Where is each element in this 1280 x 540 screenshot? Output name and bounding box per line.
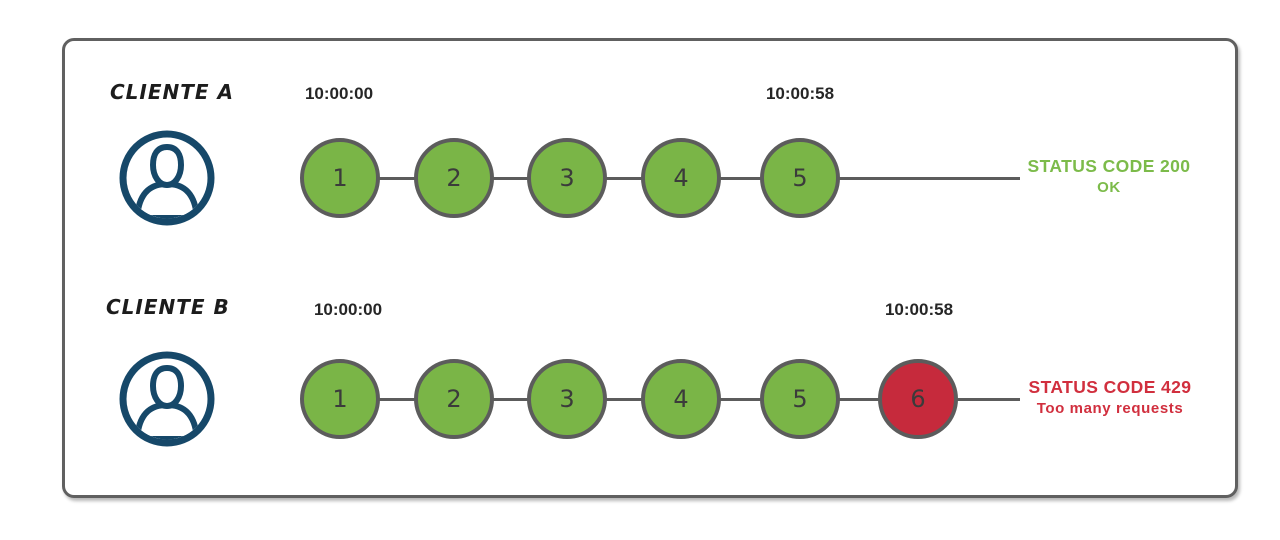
client-a-end-timestamp: 10:00:58 — [765, 84, 835, 103]
request-circle: 1 — [300, 138, 380, 218]
request-circle: 4 — [641, 359, 721, 439]
request-number: 2 — [446, 385, 462, 413]
request-circle: 4 — [641, 138, 721, 218]
status-message-line: OK — [1097, 179, 1121, 196]
request-number: 4 — [673, 385, 689, 413]
request-number: 3 — [559, 164, 575, 192]
client-a-start-timestamp: 10:00:00 — [304, 84, 374, 103]
request-circle-blocked: 6 — [878, 359, 958, 439]
user-icon — [119, 130, 215, 226]
request-circle: 3 — [527, 138, 607, 218]
request-number: 5 — [792, 385, 808, 413]
request-number: 4 — [673, 164, 689, 192]
client-a-label: CLIENTE A — [110, 80, 235, 104]
status-code-line: STATUS CODE 429 — [1028, 377, 1192, 397]
request-number: 3 — [559, 385, 575, 413]
request-number: 6 — [910, 385, 926, 413]
request-number: 2 — [446, 164, 462, 192]
status-message-line: Too many requests — [1036, 400, 1184, 417]
diagram-frame — [62, 38, 1238, 498]
status-code-line: STATUS CODE 200 — [1027, 156, 1191, 176]
user-icon — [119, 351, 215, 447]
request-circle: 5 — [760, 359, 840, 439]
client-b-start-timestamp: 10:00:00 — [313, 300, 383, 319]
client-a-status-text: STATUS CODE 200 OK — [1026, 155, 1192, 199]
request-number: 1 — [332, 164, 348, 192]
request-circle: 1 — [300, 359, 380, 439]
request-number: 1 — [332, 385, 348, 413]
request-circle: 3 — [527, 359, 607, 439]
request-circle: 2 — [414, 359, 494, 439]
request-circle: 2 — [414, 138, 494, 218]
client-b-end-timestamp: 10:00:58 — [884, 300, 954, 319]
client-b-status-text: STATUS CODE 429 Too many requests — [1024, 376, 1196, 420]
request-circle: 5 — [760, 138, 840, 218]
request-number: 5 — [792, 164, 808, 192]
client-b-label: CLIENTE B — [106, 295, 230, 319]
